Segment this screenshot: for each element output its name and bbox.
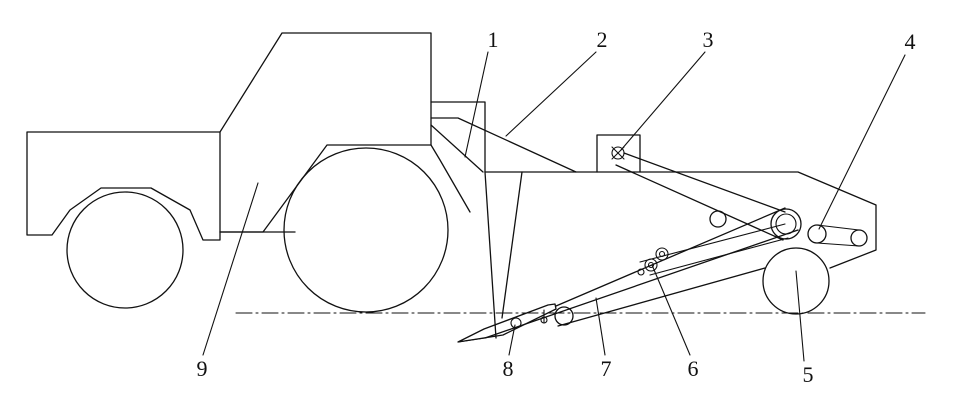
leader-8	[508, 324, 516, 356]
idler-roller-upper	[709, 210, 727, 228]
leader-1	[464, 51, 489, 158]
leader-9	[202, 182, 259, 356]
leader-4	[818, 54, 906, 230]
front-strut-left	[484, 171, 497, 339]
main-drum-outer	[770, 208, 802, 240]
callout-8: 8	[503, 356, 514, 381]
conveyor-lower	[484, 229, 799, 339]
callout-6: 6	[688, 356, 699, 381]
tractor-front-wheel	[66, 191, 184, 309]
leader-lines	[202, 51, 906, 362]
callout-3: 3	[703, 27, 714, 52]
roller-belt-top	[816, 224, 860, 231]
tractor-rear-wheel	[283, 147, 449, 313]
share-roller	[510, 317, 522, 329]
drive-belt-bottom	[615, 164, 784, 241]
hitch-diagonal	[430, 124, 484, 173]
separating-roller-1	[807, 224, 827, 244]
digging-share	[457, 303, 557, 343]
sprocket-b-hub	[658, 250, 666, 258]
frame-lower-edge	[557, 267, 766, 327]
callout-5: 5	[803, 362, 814, 387]
leader-6	[651, 264, 691, 356]
sprocket-b	[655, 247, 669, 261]
separating-roller-2	[850, 229, 868, 247]
leader-7	[595, 297, 606, 356]
conveyor	[484, 207, 802, 339]
main-drum-inner	[775, 213, 797, 235]
roller-belt-bottom	[816, 242, 860, 247]
callout-7: 7	[601, 356, 612, 381]
conveyor-upper	[555, 207, 786, 307]
hitch-lower-link	[430, 117, 577, 173]
leader-2	[505, 51, 597, 137]
callout-labels: 1 2 3 4 5 6 7 8 9	[197, 27, 916, 387]
depth-wheel	[762, 247, 830, 315]
front-strut-right	[501, 171, 523, 319]
share-edge	[457, 337, 486, 343]
callout-4: 4	[905, 29, 916, 54]
sprocket-c	[637, 268, 645, 276]
callout-1: 1	[488, 27, 499, 52]
rear-fender	[430, 144, 471, 213]
share-blade	[457, 303, 557, 343]
drive-belt-top	[623, 152, 786, 213]
callout-9: 9	[197, 356, 208, 381]
tractor-hood	[26, 131, 221, 241]
sprocket-a	[644, 258, 658, 272]
callout-2: 2	[597, 27, 608, 52]
sprocket-a-hub	[647, 261, 655, 269]
separating-rollers	[807, 224, 868, 247]
leader-5	[795, 270, 805, 362]
conveyor-mid-2	[649, 237, 789, 276]
idler-roller-front	[554, 306, 574, 326]
leader-3	[620, 51, 706, 151]
gearbox-box	[596, 134, 641, 173]
frame-right-top	[639, 171, 877, 269]
tractor	[26, 32, 471, 313]
hitch-upper-link	[430, 101, 486, 173]
tension-sprockets	[637, 247, 669, 276]
hitch-frame	[430, 101, 577, 173]
machine-frame	[484, 134, 877, 339]
